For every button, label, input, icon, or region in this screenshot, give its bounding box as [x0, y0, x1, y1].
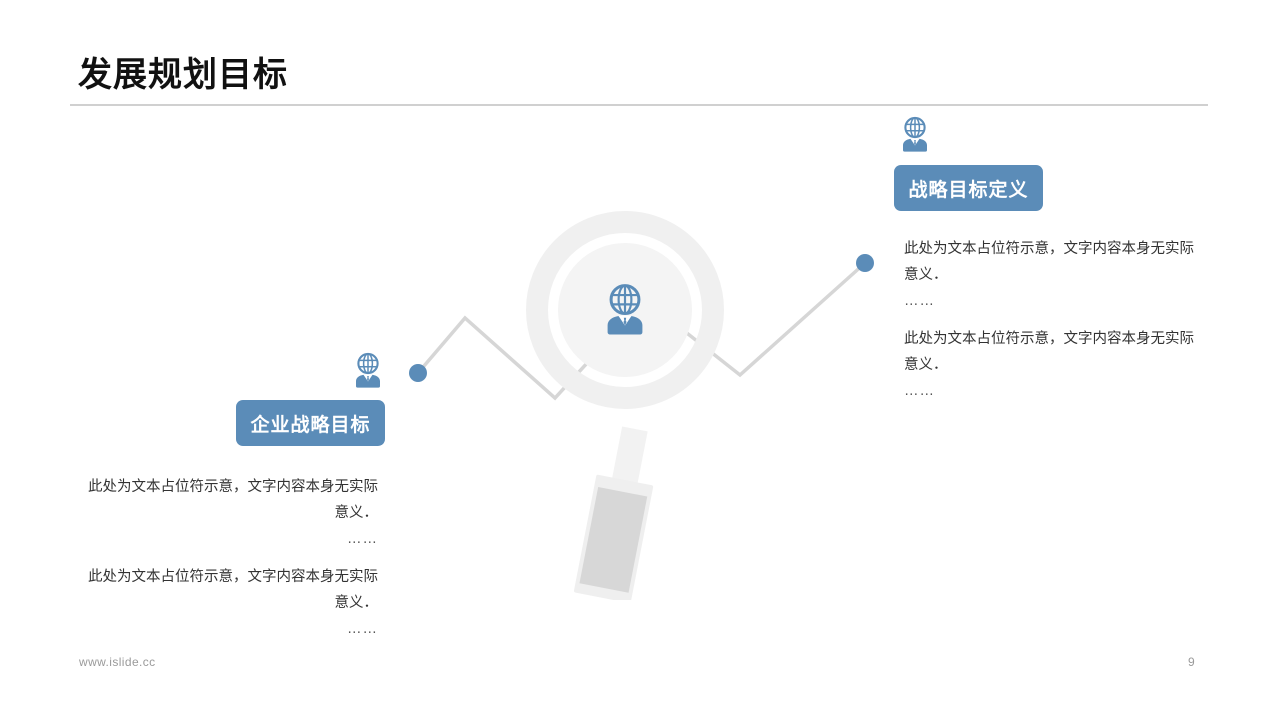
node-dot-left — [409, 364, 427, 382]
label-pill-left[interactable]: 企业战略目标 — [236, 400, 385, 446]
footer-website: www.islide.cc — [79, 655, 156, 669]
body-paragraph: 此处为文本占位符示意，文字内容本身无实际意义． — [88, 569, 378, 611]
footer-page-number: 9 — [1188, 655, 1195, 669]
body-paragraph: 此处为文本占位符示意，文字内容本身无实际意义． — [904, 331, 1194, 373]
ellipsis-marker: …… — [347, 621, 378, 637]
text-block-right: 此处为文本占位符示意，文字内容本身无实际意义． …… 此处为文本占位符示意，文字… — [904, 236, 1200, 404]
page-title: 发展规划目标 — [78, 56, 288, 94]
person-globe-icon — [356, 352, 380, 388]
node-dot-right — [856, 254, 874, 272]
magnifier-graphic — [526, 211, 724, 600]
body-paragraph: 此处为文本占位符示意，文字内容本身无实际意义． — [904, 241, 1194, 283]
person-globe-icon — [607, 284, 643, 335]
person-globe-icon — [903, 116, 927, 152]
label-pill-right[interactable]: 战略目标定义 — [894, 165, 1043, 211]
body-paragraph: 此处为文本占位符示意，文字内容本身无实际意义． — [88, 479, 378, 521]
title-divider — [70, 104, 1208, 106]
ellipsis-marker: …… — [347, 531, 378, 547]
paragraph-spacer — [904, 314, 1200, 326]
ellipsis-marker: …… — [904, 293, 935, 309]
text-block-left: 此处为文本占位符示意，文字内容本身无实际意义． …… 此处为文本占位符示意，文字… — [82, 474, 378, 642]
ellipsis-marker: …… — [904, 383, 935, 399]
paragraph-spacer — [82, 552, 378, 564]
